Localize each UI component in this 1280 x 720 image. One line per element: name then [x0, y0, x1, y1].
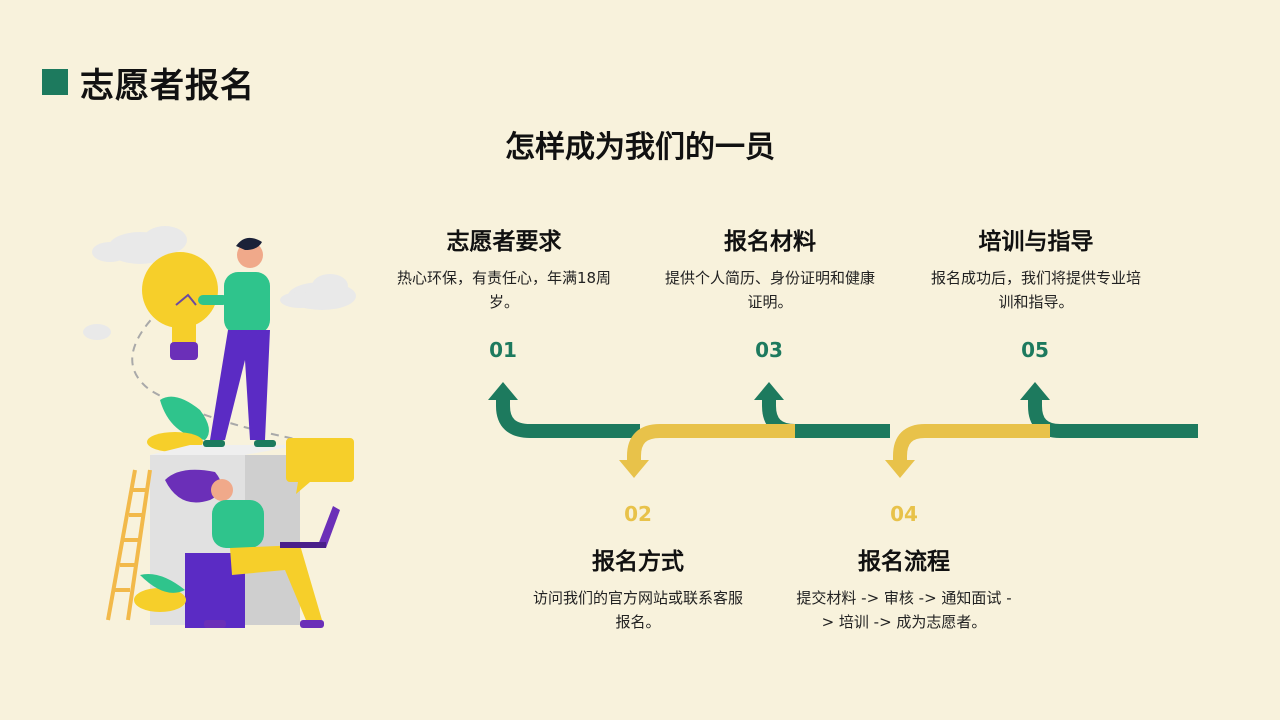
arrow-down-icon	[619, 460, 915, 478]
ladder-icon	[106, 469, 152, 621]
step-2: 报名方式 访问我们的官方网站或联系客服报名。	[528, 542, 748, 634]
lightbulb-icon	[142, 252, 218, 360]
laptop-icon	[280, 506, 340, 548]
step-title: 报名材料	[724, 229, 816, 255]
flow-arrow-green	[496, 398, 1198, 438]
speech-bubble-icon	[286, 438, 354, 494]
arrow-up-icon	[488, 382, 1050, 400]
title-marker	[42, 69, 68, 95]
standing-person	[198, 237, 276, 447]
step-description: 热心环保，有责任心，年满18周岁。	[396, 269, 612, 311]
page-title: 志愿者报名	[80, 65, 255, 106]
step-3: 报名材料 提供个人简历、身份证明和健康证明。	[660, 222, 880, 314]
step-1: 志愿者要求 热心环保，有责任心，年满18周岁。	[394, 222, 614, 314]
step-description: 报名成功后，我们将提供专业培训和指导。	[930, 269, 1141, 311]
step-number: 01	[489, 338, 517, 362]
step-title: 志愿者要求	[446, 229, 562, 255]
cloud-icon	[83, 324, 111, 340]
page-header: 志愿者报名	[42, 60, 255, 106]
cloud-icon	[92, 226, 187, 264]
step-number: 03	[755, 338, 783, 362]
flow-arrow-yellow	[627, 424, 1050, 460]
step-4: 报名流程 提交材料 -> 审核 -> 通知面试 -> 培训 -> 成为志愿者。	[794, 542, 1014, 634]
step-description: 访问我们的官方网站或联系客服报名。	[532, 589, 743, 631]
step-description: 提供个人简历、身份证明和健康证明。	[664, 269, 875, 311]
step-description: 提交材料 -> 审核 -> 通知面试 -> 培训 -> 成为志愿者。	[796, 589, 1012, 631]
step-number: 02	[624, 502, 652, 526]
step-title: 报名方式	[592, 549, 684, 575]
step-number: 04	[890, 502, 918, 526]
step-number: 05	[1021, 338, 1049, 362]
cloud-icon	[280, 274, 356, 310]
volunteers-illustration	[83, 226, 356, 628]
sitting-person	[165, 469, 324, 628]
step-title: 培训与指导	[978, 229, 1094, 255]
step-title: 报名流程	[858, 549, 950, 575]
section-subtitle: 怎样成为我们的一员	[505, 130, 775, 165]
step-5: 培训与指导 报名成功后，我们将提供专业培训和指导。	[926, 222, 1146, 314]
